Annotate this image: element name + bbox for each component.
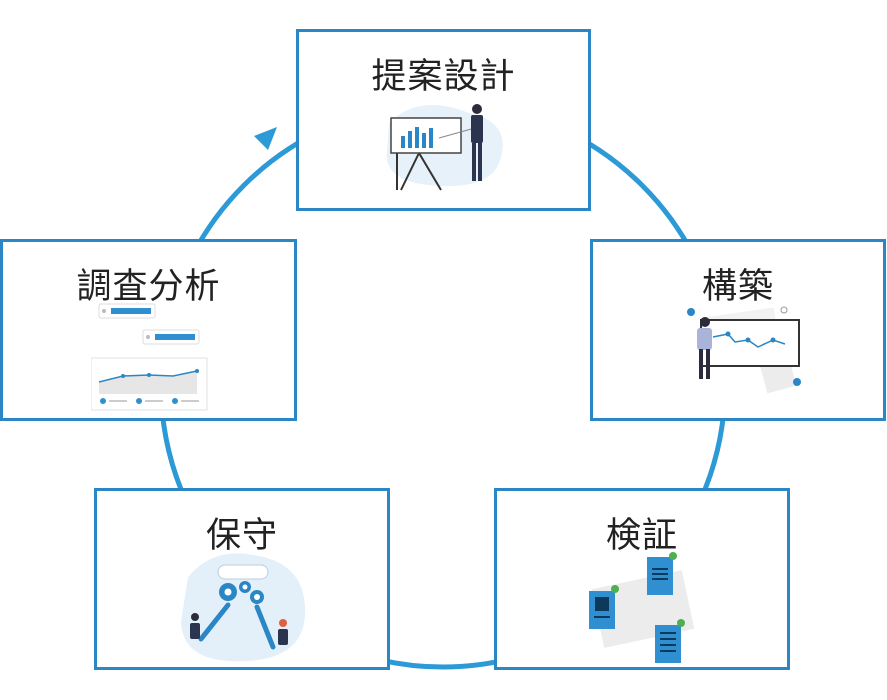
step-proposal-box: 提案設計: [296, 29, 591, 211]
step-maintain-label: 保守: [205, 516, 278, 556]
documents-illustration: [589, 552, 695, 663]
whiteboard-illustration: [687, 306, 801, 394]
step-maintain-box: 保守: [94, 488, 390, 670]
step-build-box: 構築: [590, 239, 886, 421]
step-research-label: 調査分析: [76, 267, 221, 307]
step-research-box: 調査分析: [0, 239, 297, 421]
step-verify-box: 検証: [494, 488, 790, 670]
step-build-label: 構築: [701, 267, 774, 307]
maintenance-gears-illustration: [181, 553, 306, 662]
step-proposal-label: 提案設計: [371, 57, 516, 97]
cycle-arrow-head: [254, 127, 277, 150]
step-verify-label: 検証: [605, 516, 678, 556]
analytics-dashboard-illustration: [91, 303, 208, 411]
presentation-illustration: [386, 104, 503, 191]
